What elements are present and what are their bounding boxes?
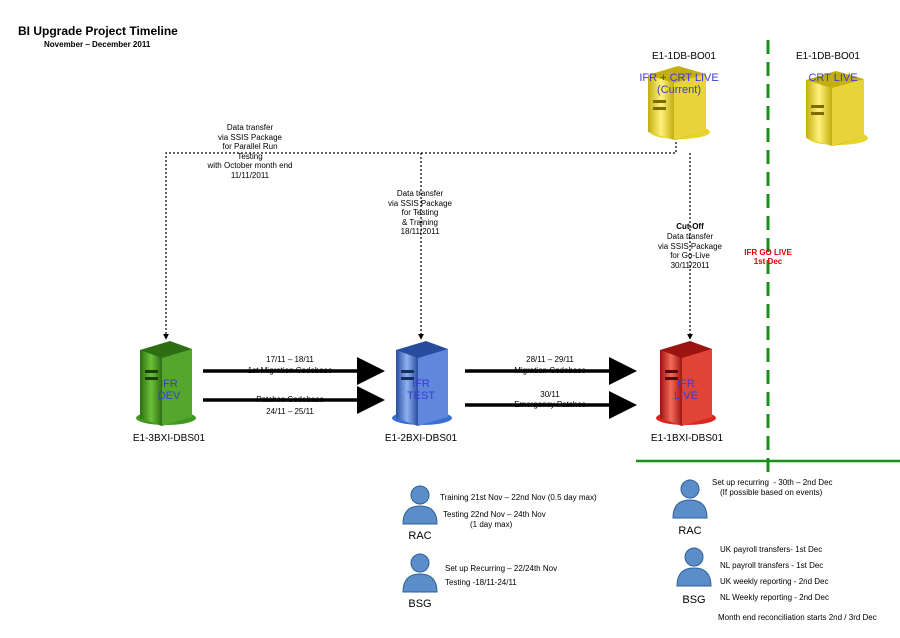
person-bsg-icon [402, 553, 438, 593]
bsg2-note-5: Month end reconciliation starts 2nd / 3r… [718, 613, 877, 622]
arrow-dev-test-top-date: 17/11 – 18/11 [266, 355, 314, 364]
rac-note-2: Testing 22nd Nov – 24th Nov [443, 510, 546, 519]
server-crt-name: E1-1DB-BO01 [796, 51, 860, 62]
bsg2-note-2: NL payroll transfers - 1st Dec [720, 561, 824, 570]
transfer-testing-note: Data transfer via SSIS Package for Testi… [387, 189, 453, 236]
rac2-note-2: (If possible based on events) [720, 488, 823, 497]
person-bsg2-icon [676, 547, 712, 587]
server-test-icon [392, 341, 452, 426]
server-test-name: E1-2BXI-DBS01 [384, 433, 458, 444]
server-dev-label: IFR DEV [157, 378, 181, 402]
arrow-test-live-top-date: 28/11 – 29/11 [526, 355, 574, 364]
arrow-test-live-bottom-label: Emergency Patches [514, 400, 586, 409]
bsg2-note-4: NL Weekly reporting - 2nd Dec [720, 593, 829, 602]
arrow-test-live-bottom-date: 30/11 [540, 390, 560, 399]
go-live-label: IFR GO LIVE 1st Dec [744, 248, 792, 266]
server-crt-label: CRT LIVE [808, 72, 858, 84]
arrow-dev-test-bottom-label: Patches Codebase [256, 395, 324, 404]
person-rac2-icon [672, 479, 708, 519]
bsg-note-2: Testing -18/11-24/11 [445, 578, 517, 587]
person-rac-label: RAC [408, 530, 432, 542]
server-crt-icon [806, 71, 868, 146]
person-bsg-label: BSG [408, 598, 432, 610]
bsg2-note-3: UK weekly reporting - 2nd Dec [720, 577, 829, 586]
rac-note-3: (1 day max) [470, 520, 513, 529]
person-rac-icon [402, 485, 438, 525]
server-current-icon [648, 66, 710, 140]
server-dev-name: E1-3BXI-DBS01 [132, 433, 206, 444]
migration-arrows [203, 357, 637, 419]
page-subtitle: November – December 2011 [44, 40, 151, 49]
transfer-cutoff-note: Data transfer via SSIS Package for Go-Li… [657, 232, 723, 270]
bsg-note-1: Set up Recurring – 22/24th Nov [445, 564, 558, 573]
cutoff-title: Cut-Off [676, 222, 704, 231]
server-live-icon [656, 341, 716, 426]
transfer-lines [163, 130, 693, 340]
server-test-label: IFR TEST [406, 378, 436, 402]
rac-note-1: Training 21st Nov – 22nd Nov (0.5 day ma… [440, 493, 597, 502]
server-live-name: E1-1BXI-DBS01 [650, 433, 724, 444]
bsg2-note-1: UK payroll transfers- 1st Dec [720, 545, 823, 554]
page-title: BI Upgrade Project Timeline [18, 24, 178, 38]
server-dev-icon [136, 341, 196, 426]
server-current-label: IFR + CRT LIVE (Current) [639, 72, 719, 96]
server-current-name: E1-1DB-BO01 [652, 51, 716, 62]
person-bsg2-label: BSG [682, 594, 706, 606]
arrow-test-live-top-label: Migration Codebase [514, 366, 586, 375]
person-rac2-label: RAC [678, 525, 702, 537]
rac2-note-1: Set up recurring - 30th – 2nd Dec [712, 478, 833, 487]
arrow-dev-test-bottom-date: 24/11 – 25/11 [266, 407, 314, 416]
server-live-label: IFR LIVE [674, 378, 698, 402]
transfer-parallel-note: Data transfer via SSIS Package for Paral… [207, 123, 293, 180]
arrow-dev-test-top-label: 1st Migration Codebase [247, 366, 333, 375]
